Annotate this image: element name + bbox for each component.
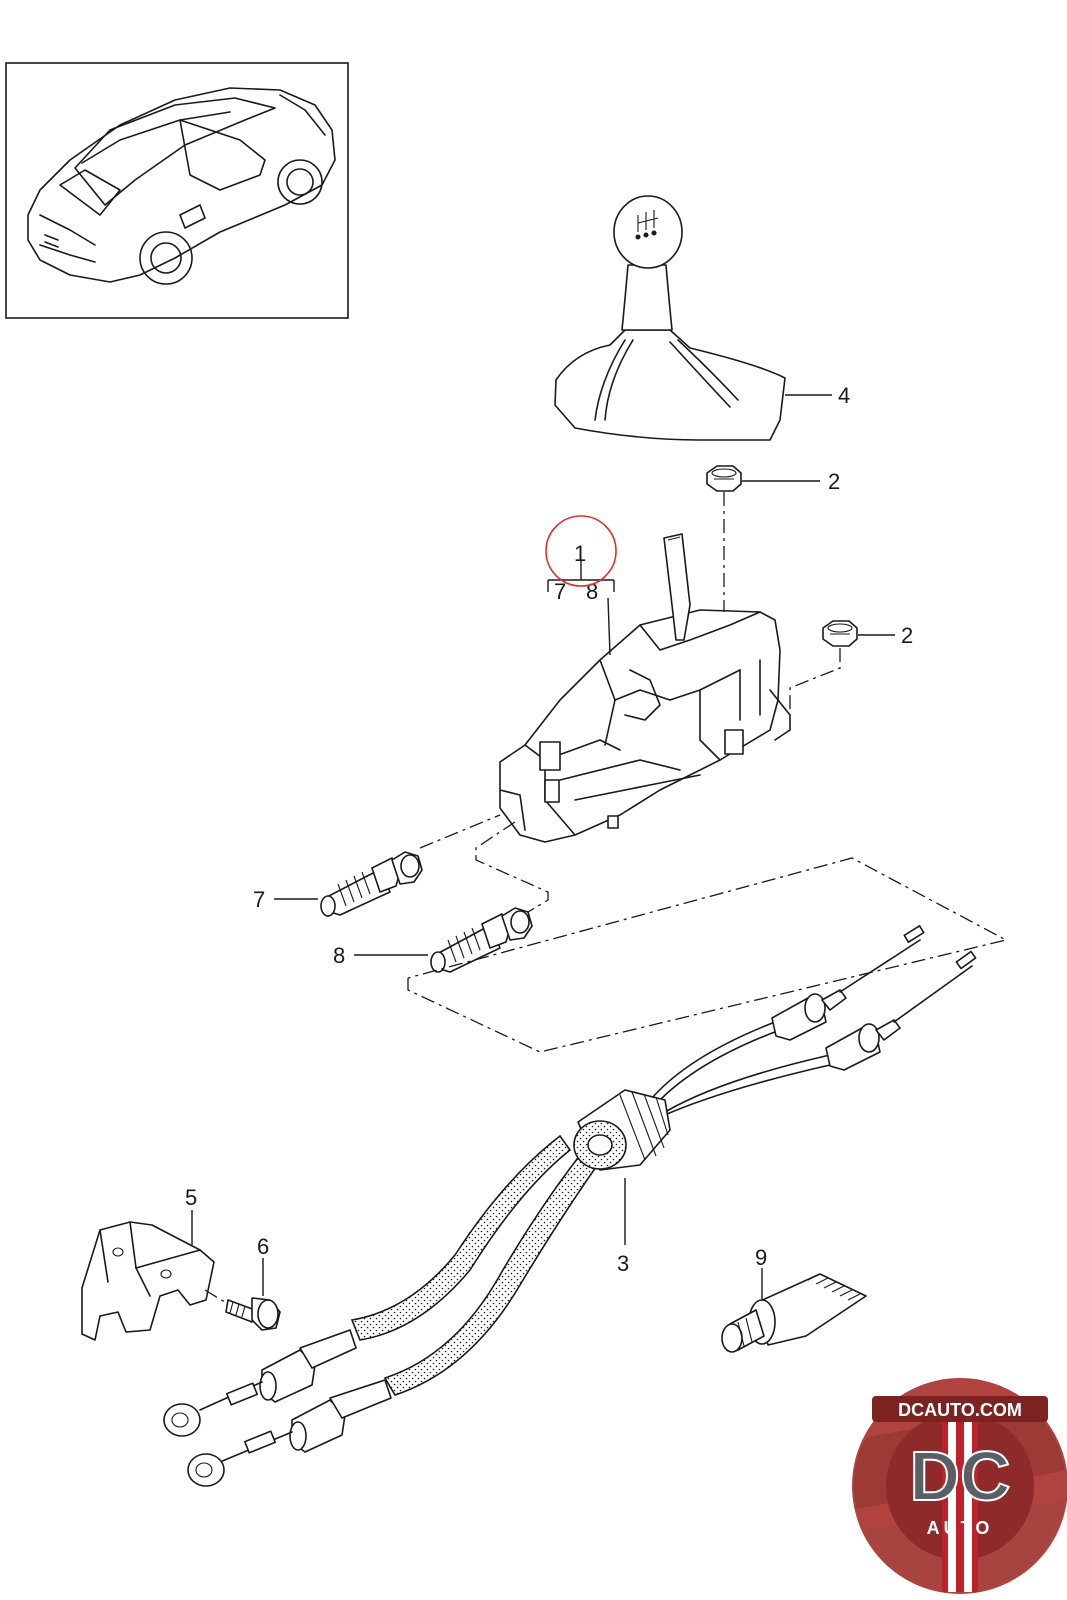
dcauto-logo: DCAUTO.COM DC AUTO — [852, 1378, 1067, 1594]
callout-6: 6 — [257, 1234, 269, 1259]
callout-7: 7 — [253, 887, 265, 912]
callout-1: 1 — [574, 541, 586, 566]
shift-knob-boot — [554, 195, 786, 441]
callout-5: 5 — [185, 1185, 197, 1210]
callout-labels: 4 2 2 1 7 8 7 8 3 5 6 9 — [185, 383, 913, 1276]
logo-text-sub: AUTO — [927, 1518, 994, 1538]
ball-socket-7 — [320, 851, 423, 917]
callout-2-lower: 2 — [901, 623, 913, 648]
vehicle-inset — [5, 62, 349, 319]
callout-3: 3 — [617, 1251, 629, 1276]
assembly-lines — [204, 492, 1008, 1305]
car-illustration — [27, 87, 336, 285]
shifter-housing — [499, 533, 791, 843]
callout-2-upper: 2 — [828, 469, 840, 494]
grease-tube — [721, 1273, 867, 1353]
callout-4: 4 — [838, 383, 850, 408]
cable-bracket — [81, 1221, 215, 1341]
logo-text-main: DC — [909, 1437, 1010, 1515]
ball-socket-8 — [430, 907, 533, 973]
bolt — [225, 1297, 281, 1331]
leader-lines — [191, 394, 895, 1300]
hex-nut-right — [822, 620, 858, 647]
callout-8: 8 — [333, 943, 345, 968]
callout-9: 9 — [755, 1245, 767, 1270]
callout-1-sub-7: 7 — [554, 579, 566, 604]
gear-pattern-icon — [635, 210, 659, 240]
highlight-circle — [545, 515, 617, 587]
hex-nut-upper — [706, 465, 742, 492]
logo-text-top: DCAUTO.COM — [898, 1400, 1022, 1420]
shift-cables — [163, 925, 977, 1487]
